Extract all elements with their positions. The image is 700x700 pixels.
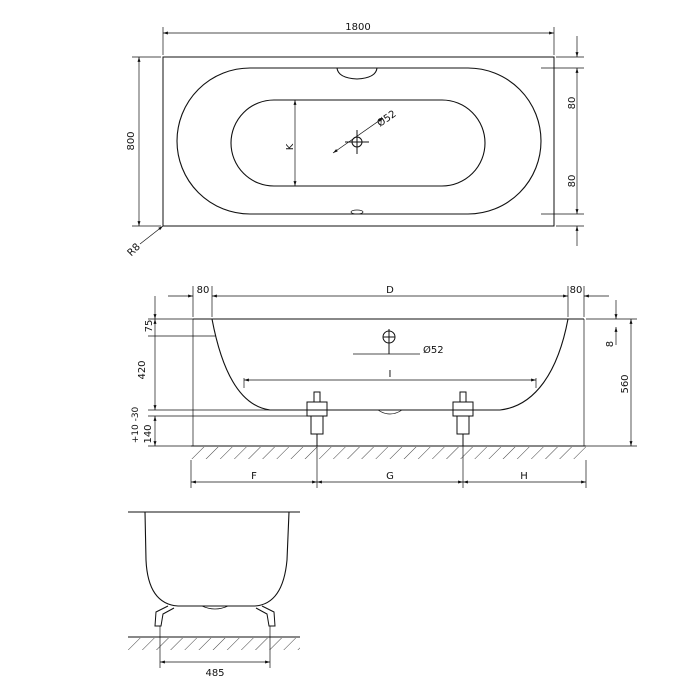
total-height-label: 560 (620, 374, 631, 393)
leg-adjust-label: +10 -30 (131, 406, 141, 443)
floor-left-label: F (251, 471, 257, 482)
rim-depth-label: 75 (144, 320, 155, 333)
drain-plug-mark (350, 209, 364, 215)
side-view: Ø52 80 D 80 75 (131, 285, 637, 488)
rim-left-label: 80 (197, 285, 210, 296)
depth-label: 420 (137, 360, 148, 379)
rim-bottom-label: 80 (567, 175, 578, 188)
length-label: 1800 (345, 22, 370, 33)
rim-right-label: 80 (570, 285, 583, 296)
floor-mid-label: G (386, 471, 394, 482)
width-label: 800 (126, 131, 137, 150)
rim-top-label: 80 (567, 97, 578, 110)
base-width-label: 485 (205, 668, 224, 679)
leg-left-icon (306, 391, 328, 446)
tub-outline-top (162, 56, 555, 227)
drain-diameter-label: Ø52 (375, 108, 399, 130)
floor-hatch (191, 447, 586, 459)
end-view: 485 (128, 511, 300, 679)
drain-icon (332, 117, 384, 154)
leg-height-label: 140 (143, 424, 154, 443)
leg-right-icon (452, 391, 474, 446)
basin-width-label: K (285, 143, 296, 150)
leg-spacing-label: I (389, 369, 392, 380)
overflow-icon (353, 329, 420, 355)
floor-right-label: H (520, 471, 528, 482)
top-view: Ø52 K 1800 800 80 80 R8 (126, 22, 584, 259)
end-tub-profile (144, 511, 290, 607)
basin-inner-oval (230, 99, 486, 187)
rim-outer-oval (176, 67, 542, 215)
overflow-diameter-label: Ø52 (423, 344, 444, 356)
overflow-cutout (336, 67, 378, 80)
rim-thickness-label: 8 (605, 341, 616, 347)
end-floor-hatch (128, 638, 300, 650)
tub-body-profile (211, 318, 569, 411)
inner-length-label: D (386, 285, 394, 296)
